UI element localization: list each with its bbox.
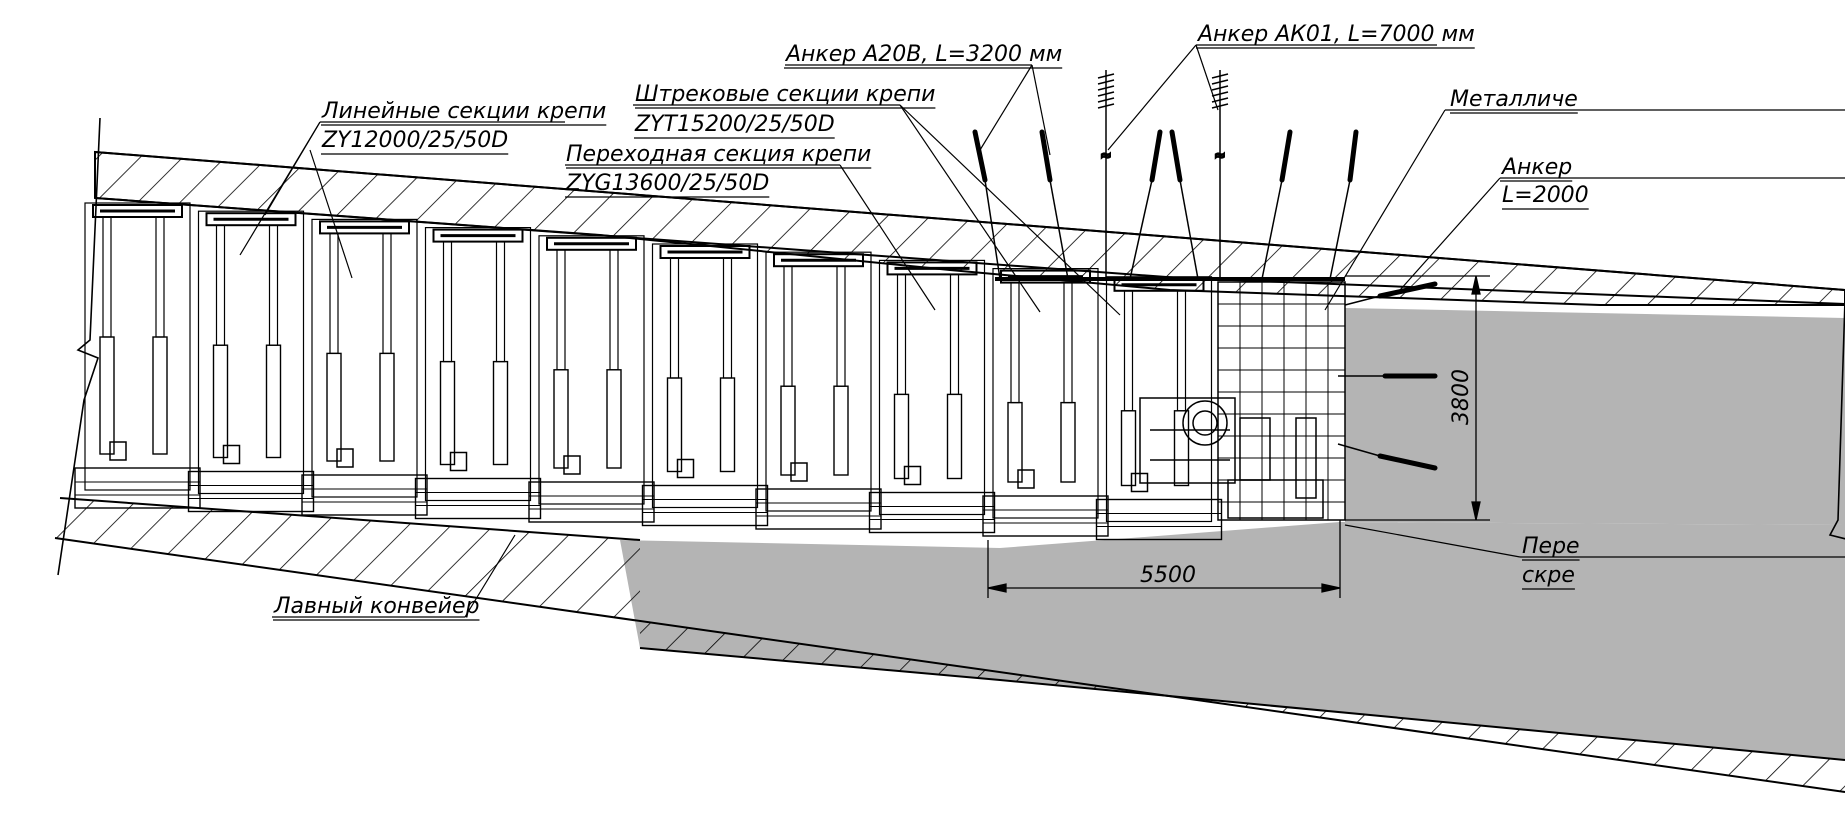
roof-bolts [972, 129, 1359, 183]
label-anchor-partial-1: Анкер [1500, 155, 1572, 180]
support-section [74, 202, 201, 509]
svg-text:≈: ≈ [1100, 148, 1112, 164]
gray-face-region [1345, 308, 1845, 525]
label-gate-sections: Штрековые секции крепи [635, 82, 935, 107]
cable-anchor-left: ≈ [1097, 70, 1115, 279]
dimension-width-text: 5500 [1140, 563, 1196, 588]
dimension-width [987, 520, 1341, 598]
support-sections [74, 202, 1223, 541]
svg-text:≈: ≈ [1214, 148, 1226, 164]
label-transition-section: Переходная секция крепи [566, 142, 871, 167]
left-break-line [57, 117, 101, 576]
label-transfer-partial-2: скре [1522, 563, 1575, 588]
stage-loader [1139, 397, 1324, 519]
support-section [301, 218, 428, 516]
right-break-line [1828, 299, 1845, 540]
roadway-mesh [1217, 281, 1346, 521]
dimension-height [1345, 275, 1490, 521]
gray-floor-region [620, 522, 1845, 760]
mesh-grid [1218, 282, 1345, 520]
label-metal-partial: Металличе [1450, 87, 1578, 112]
label-gate-model: ZYT15200/25/50D [634, 112, 835, 137]
label-linear-model: ZY12000/25/50D [321, 128, 508, 153]
label-anchor-ak01: Анкер АК01, L=7000 мм [1196, 22, 1475, 47]
support-section [868, 259, 996, 534]
dimension-height-text: 3800 [1449, 369, 1474, 425]
label-transfer-partial-1: Пере [1522, 534, 1580, 559]
support-section [755, 251, 882, 530]
support-section [641, 243, 769, 527]
label-conveyor: Лавный конвейер [273, 594, 479, 619]
support-section [414, 227, 542, 520]
rib-bolts [1377, 281, 1438, 471]
cable-anchor-right: ≈ [1211, 70, 1229, 279]
label-linear-sections: Линейные секции крепи [321, 99, 606, 124]
support-section [982, 268, 1109, 537]
label-transition-model: ZYG13600/25/50D [565, 171, 769, 196]
label-anchor-a20b: Анкер А20В, L=3200 мм [784, 42, 1062, 67]
leader-lines [239, 44, 1845, 618]
support-section [528, 235, 655, 523]
support-section [187, 210, 315, 513]
label-anchor-partial-2: L=2000 [1502, 183, 1589, 208]
support-section [1095, 276, 1223, 541]
